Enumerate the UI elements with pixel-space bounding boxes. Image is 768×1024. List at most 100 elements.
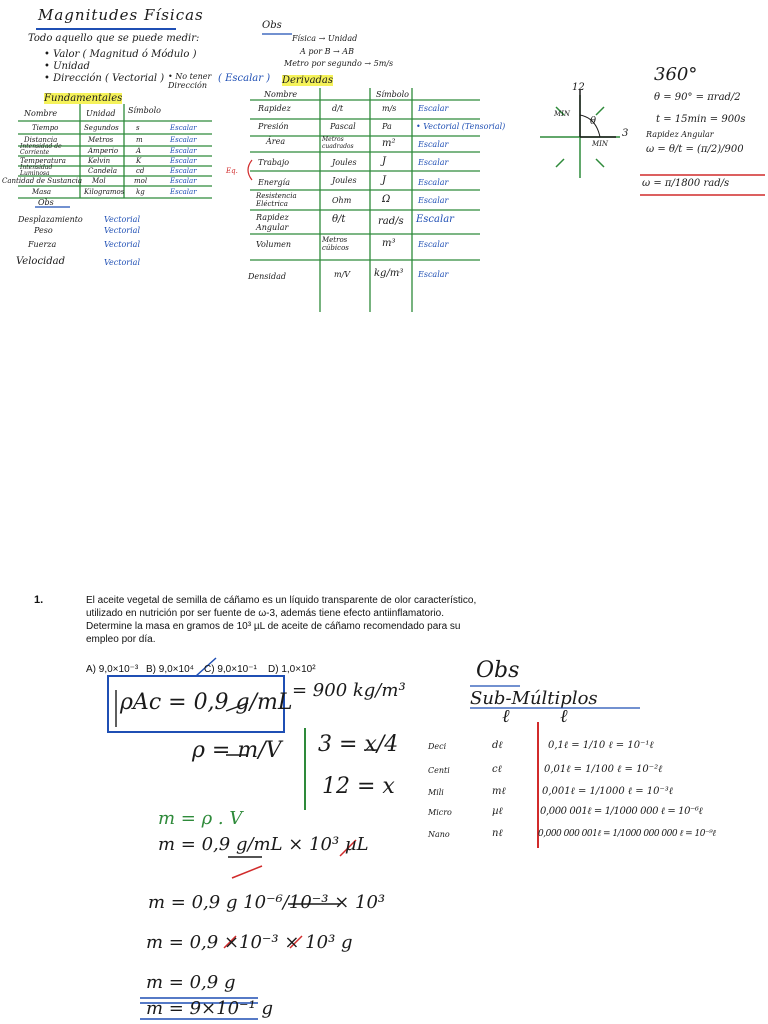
submult-prefix: Mili: [428, 788, 444, 797]
fund-row-symbol: s: [136, 124, 140, 132]
deriv-row-symbol: m/s: [382, 104, 397, 113]
fund-row-type: Escalar: [170, 157, 197, 165]
no-tener-note: • No tener Dirección: [168, 72, 212, 90]
obs-label: Obs: [38, 198, 54, 207]
deriv-row-type: Escalar: [418, 158, 449, 167]
submult-prefix: Nano: [428, 830, 450, 839]
clock-min-label: MIN: [554, 110, 571, 118]
angle-line: ω = π/1800 rad/s: [642, 178, 730, 189]
mass-step: m = 0,9 ×10⁻³ × 10³ g: [146, 932, 353, 953]
deriv-row-name: Rapidez: [258, 104, 291, 113]
obs-item-name: Desplazamiento: [18, 215, 83, 224]
rho-definition: ρ = m/V: [192, 738, 282, 763]
ratio-line: 12 = x: [322, 774, 395, 799]
deriv-row-symbol: Pa: [382, 122, 392, 131]
deriv-row-unit: d/t: [332, 104, 344, 113]
deriv-row-symbol: m³: [382, 238, 396, 249]
problem-number: 1.: [34, 594, 44, 606]
problem-text-line: utilizado en nutrición por ser fuente de…: [86, 608, 445, 619]
option-d: D) 1,0×10²: [268, 664, 316, 675]
deriv-row-unit: Metros cuadrados: [322, 136, 354, 150]
fund-row-type: Escalar: [170, 167, 197, 175]
deriv-row-name: Rapidez Angular: [256, 213, 289, 232]
deriv-row-symbol: J: [382, 175, 387, 186]
deriv-row-name: Presión: [258, 122, 289, 131]
obs2-line: A por B → AB: [300, 47, 354, 56]
final-answer: m = 9×10⁻¹ g: [146, 998, 273, 1019]
intro-text: Todo aquello que se puede medir:: [28, 33, 200, 44]
escalar-tag: ( Escalar ): [218, 73, 271, 84]
deriv-row-name: Densidad: [248, 272, 286, 281]
mass-step: m = 0,9 g/mL × 10³ µL: [158, 834, 369, 855]
submult-value: 0,001ℓ = 1/1000 ℓ = 10⁻³ℓ: [542, 786, 673, 797]
problem-text-line: empleo por día.: [86, 634, 156, 645]
bullet-valor: • Valor ( Magnitud ó Módulo ): [44, 49, 197, 60]
fund-table-grid: [18, 104, 212, 199]
obs-item-name: Peso: [34, 226, 53, 235]
deriv-row-unit: Joules: [332, 158, 357, 167]
clock-three: 3: [622, 128, 629, 139]
obs-item-name: Velocidad: [16, 256, 66, 267]
fund-row-symbol: A: [136, 147, 142, 155]
eq-mark: Eq.: [226, 167, 238, 175]
problem-text-line: Determine la masa en gramos de 10³ µL de…: [86, 621, 461, 632]
submult-obs: Obs: [476, 658, 520, 683]
obs2-line: Metro por segundo → 5m/s: [284, 59, 394, 68]
submult-value: 0,01ℓ = 1/100 ℓ = 10⁻²ℓ: [544, 764, 663, 775]
submult-col1: ℓ: [502, 706, 510, 727]
deriv-row-type: Escalar: [418, 104, 449, 113]
submult-prefix: Centi: [428, 766, 450, 775]
submult-col2: ℓ: [560, 706, 568, 727]
mass-step: m = 0,9 g 10⁻⁶/10⁻³ × 10³: [148, 892, 386, 913]
deriv-row-unit: Pascal: [330, 122, 356, 131]
deriv-row-unit: Joules: [332, 176, 357, 185]
obs-item-name: Fuerza: [28, 240, 57, 249]
deriv-row-type: Escalar: [418, 140, 449, 149]
fund-row-type: Escalar: [170, 124, 197, 132]
deriv-row-name: Volumen: [256, 240, 292, 249]
deriv-title: Derivadas: [282, 75, 334, 86]
submult-value: 0,000 001ℓ = 1/1000 000 ℓ = 10⁻⁶ℓ: [540, 806, 703, 817]
fund-header-unidad: Unidad: [86, 109, 116, 118]
deriv-row-name: Resistencia Eléctrica: [256, 192, 297, 208]
fund-row-type: Escalar: [170, 188, 197, 196]
fund-row-type: Escalar: [170, 147, 197, 155]
deriv-row-symbol: m²: [382, 138, 396, 149]
page-title: Magnitudes Físicas: [38, 6, 204, 24]
deriv-row-unit: m/V: [334, 270, 351, 279]
submult-value: 0,000 000 001ℓ = 1/1000 000 000 ℓ = 10⁻⁹…: [538, 829, 716, 839]
fund-row-type: Escalar: [170, 136, 197, 144]
clock-twelve: 12: [572, 82, 585, 93]
submult-symbol: nℓ: [492, 828, 503, 839]
fund-row-unit: Mol: [92, 177, 106, 185]
fund-header-nombre: Nombre: [24, 109, 58, 118]
problem-text-line: El aceite vegetal de semilla de cáñamo e…: [86, 595, 477, 606]
fund-row-unit: Candela: [88, 167, 118, 175]
fund-row-name: Temperatura: [20, 157, 66, 165]
fund-title: Fundamentales: [44, 93, 123, 104]
deriv-row-name: Energía: [258, 178, 290, 187]
submult-symbol: cℓ: [492, 764, 502, 775]
deriv-row-type: Escalar: [418, 178, 449, 187]
eq-900: = 900 kg/m³: [292, 680, 406, 701]
fund-row-symbol: cd: [136, 167, 145, 175]
rho-box-text: ρAc = 0,9 g/mL: [120, 690, 293, 715]
submult-prefix: Micro: [428, 808, 452, 817]
deriv-row-unit: θ/t: [332, 214, 346, 225]
deriv-row-type: Escalar: [416, 214, 454, 225]
angle-line: ω = θ/t = (π/2)/900: [646, 144, 744, 155]
angle-line: Rapidez Angular: [646, 130, 714, 139]
fund-row-unit: Segundos: [84, 124, 119, 132]
deriv-row-name: Trabajo: [258, 158, 290, 167]
deriv-row-type: • Vectorial (Tensorial): [416, 122, 506, 131]
fund-row-unit: Kilogramos: [84, 188, 125, 196]
fund-row-type: Escalar: [170, 177, 197, 185]
obs-item-type: Vectorial: [104, 226, 140, 235]
fund-row-name: Intensidad Luminosa: [20, 164, 53, 177]
fund-row-name: Tiempo: [32, 124, 59, 132]
fund-row-unit: Amperio: [88, 147, 119, 155]
deriv-row-name: Área: [266, 137, 286, 146]
deriv-row-symbol: J: [382, 156, 387, 167]
angle-line: θ = 90° = πrad/2: [654, 92, 741, 103]
